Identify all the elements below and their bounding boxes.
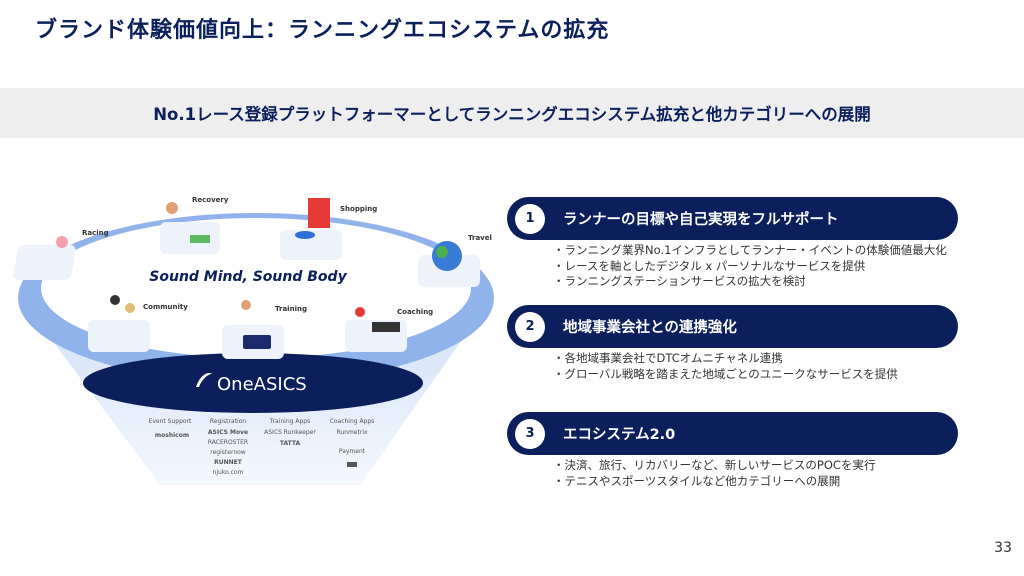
svg-text:Registration: Registration (210, 418, 246, 425)
svg-text:Training: Training (275, 305, 307, 313)
section-2-header: 2 地域事業会社との連携強化 (507, 305, 958, 348)
bullet: ・グローバル戦略を踏まえた地域ごとのユニークなサービスを提供 (553, 366, 898, 381)
svg-text:TATTA: TATTA (280, 440, 301, 447)
barcode-icon (347, 462, 357, 467)
tile-training: Training (222, 300, 307, 359)
section-3-bullets: ・決済、旅行、リカバリーなど、新しいサービスのPOCを実行 ・テニスやスポーツス… (553, 458, 875, 489)
category-registration: Registration ASICS Move RACEROSTER regis… (208, 418, 248, 476)
section-1-header: 1 ランナーの目標や自己実現をフルサポート (507, 197, 958, 240)
tile-community: Community (88, 295, 188, 352)
svg-text:Racing: Racing (82, 229, 109, 237)
asics-logo-icon (196, 373, 212, 387)
bullet: ・レースを軸としたデジタル x パーソナルなサービスを提供 (553, 258, 866, 273)
svg-text:RUNNET: RUNNET (214, 459, 243, 466)
section-label: エコシステム2.0 (563, 427, 676, 443)
section-label: ランナーの目標や自己実現をフルサポート (563, 212, 839, 228)
tile-racing: Racing (13, 229, 109, 280)
section-number: 1 (515, 203, 545, 234)
section-2-bullets: ・各地域事業会社でDTCオムニチャネル連携 ・グローバル戦略を踏まえた地域ごとの… (553, 351, 898, 382)
svg-text:Community: Community (143, 303, 188, 311)
section-number: 2 (515, 311, 545, 342)
page-number: 33 (994, 540, 1012, 556)
category-training-apps: Training Apps ASICS Runkeeper TATTA (264, 418, 316, 447)
bullet: ・ランニングステーションサービスの拡大を検討 (553, 274, 806, 288)
svg-text:RACEROSTER: RACEROSTER (208, 439, 248, 446)
bullet: ・各地域事業会社でDTCオムニチャネル連携 (553, 351, 783, 365)
category-event-support: Event Support moshicom (149, 418, 192, 439)
section-number: 3 (515, 418, 545, 449)
svg-text:Shopping: Shopping (340, 205, 377, 213)
svg-text:Training Apps: Training Apps (269, 418, 310, 425)
bullet: ・ランニング業界No.1インフラとしてランナー・イベントの体験価値最大化 (553, 243, 947, 257)
bullet: ・決済、旅行、リカバリーなど、新しいサービスのPOCを実行 (553, 458, 876, 472)
ecosystem-illustration: OneASICS Sound Mind, Sound Body Racing R… (13, 196, 494, 485)
svg-text:Event Support: Event Support (149, 418, 192, 425)
svg-text:ASICS Runkeeper: ASICS Runkeeper (264, 429, 316, 436)
section-3-header: 3 エコシステム2.0 (507, 412, 958, 455)
tile-recovery: Recovery (160, 196, 229, 254)
oneasics-platform (83, 353, 423, 413)
svg-text:ASICS Move: ASICS Move (208, 429, 248, 436)
svg-text:njuko.com: njuko.com (213, 469, 244, 476)
page-title: ブランド体験価値向上：ランニングエコシステムの拡充 (35, 18, 610, 43)
banner-text: No.1レース登録プラットフォーマーとしてランニングエコシステム拡充と他カテゴリ… (153, 105, 871, 124)
svg-text:Payment: Payment (339, 448, 366, 455)
tile-coaching: Coaching (345, 307, 433, 352)
svg-text:Coaching Apps: Coaching Apps (330, 418, 375, 425)
slogan: Sound Mind, Sound Body (149, 269, 347, 285)
oneasics-label: OneASICS (217, 374, 307, 395)
svg-text:Coaching: Coaching (397, 308, 433, 316)
svg-text:moshicom: moshicom (155, 432, 189, 439)
section-1-bullets: ・ランニング業界No.1インフラとしてランナー・イベントの体験価値最大化 ・レー… (553, 243, 947, 290)
svg-text:registernow: registernow (210, 449, 246, 456)
svg-text:Recovery: Recovery (192, 196, 229, 204)
category-coaching-apps: Coaching Apps Runmetrix Payment (330, 418, 375, 467)
subtitle-banner: No.1レース登録プラットフォーマーとしてランニングエコシステム拡充と他カテゴリ… (0, 88, 1024, 138)
section-label: 地域事業会社との連携強化 (563, 320, 737, 336)
svg-text:Travel: Travel (468, 234, 492, 242)
tile-shopping: Shopping (280, 198, 377, 260)
bullet: ・テニスやスポーツスタイルなど他カテゴリーへの展開 (553, 473, 841, 488)
tile-travel: Travel (418, 234, 492, 287)
svg-text:Runmetrix: Runmetrix (336, 429, 368, 436)
